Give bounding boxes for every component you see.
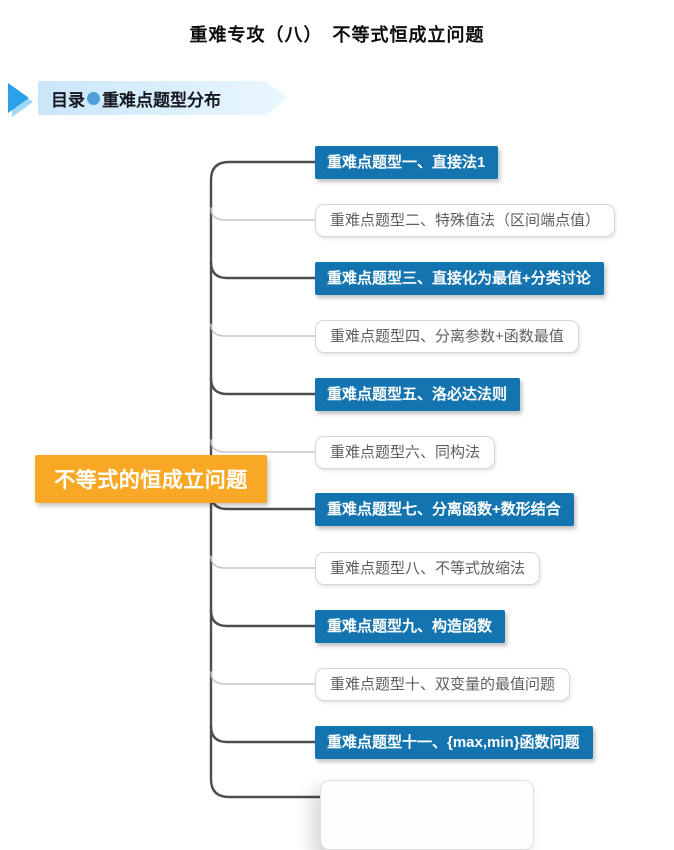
page-title: 重难专攻（八） 不等式恒成立问题 <box>189 25 485 45</box>
connector-lines <box>209 160 323 799</box>
toc-header: 目录 重难点题型分布 <box>8 81 308 117</box>
mindmap-node-1: 重难点题型一、直接法1 <box>315 146 499 179</box>
mindmap-node-3: 重难点题型三、直接化为最值+分类讨论 <box>315 262 604 295</box>
mindmap-node-10: 重难点题型十、双变量的最值问题 <box>315 668 571 701</box>
mindmap-node-2: 重难点题型二、特殊值法（区间端点值） <box>315 204 616 237</box>
play-triangle-icon <box>8 83 29 113</box>
mindmap-node-4: 重难点题型四、分离参数+函数最值 <box>315 320 579 353</box>
mindmap-node-6: 重难点题型六、同构法 <box>315 436 496 469</box>
mindmap-node-7: 重难点题型七、分离函数+数形结合 <box>315 493 574 526</box>
mindmap-node-5: 重难点题型五、洛必达法则 <box>315 378 521 411</box>
toc-banner: 目录 重难点题型分布 <box>38 81 288 115</box>
mindmap-node-9: 重难点题型九、构造函数 <box>315 610 506 643</box>
mindmap-node-8: 重难点题型八、不等式放缩法 <box>315 552 541 585</box>
bullet-dot-icon <box>87 91 100 105</box>
toc-label: 重难点题型分布 <box>102 90 221 110</box>
mindmap-root-node: 不等式的恒成立问题 <box>35 455 267 503</box>
mindmap-node-11: 重难点题型十一、{max,min}函数问题 <box>315 726 593 759</box>
toc-prefix: 目录 <box>51 90 85 110</box>
mindmap-node-12-partial <box>320 780 534 850</box>
